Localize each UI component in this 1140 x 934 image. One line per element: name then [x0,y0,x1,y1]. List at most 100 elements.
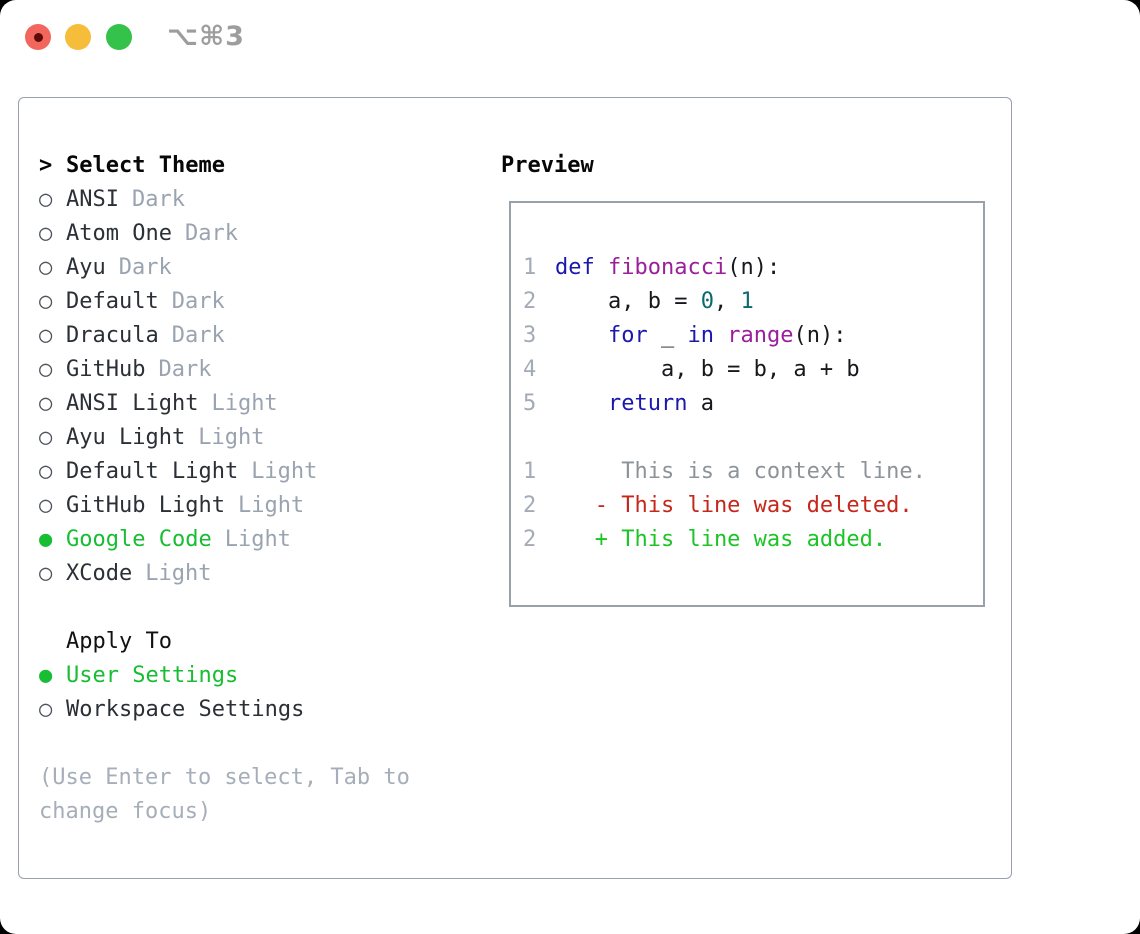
code-text: a, b = b, a + b [555,357,860,382]
theme-option-google-code-light[interactable]: ● Google Code Light [39,523,489,557]
token-kwd: for [607,323,648,348]
selected-radio-icon: ● [39,663,53,688]
radio-icon: ○ [39,187,53,212]
token-pln: a, b = [555,289,701,314]
token-pln: _ [647,323,688,348]
line-number: 2 [523,289,537,314]
radio-icon: ○ [39,255,53,280]
theme-variant: Light [145,561,212,586]
diff-line-add: 2 + This line was added. [523,523,983,557]
select-theme-title: Select Theme [66,153,225,178]
theme-name: ANSI [66,187,119,212]
token-pln [714,323,727,348]
theme-variant: Dark [118,255,172,280]
apply-option-workspace-settings[interactable]: ○ Workspace Settings [39,693,489,727]
apply-option-label: Workspace Settings [66,697,305,722]
theme-name: Default Light [66,459,239,484]
theme-variant: Dark [171,323,225,348]
theme-variant: Dark [131,187,185,212]
radio-icon: ○ [39,323,53,348]
theme-name: Dracula [66,323,159,348]
theme-name: GitHub [66,357,146,382]
token-pln [595,255,608,280]
theme-variant: Dark [158,357,212,382]
apply-to-header: Apply To [66,629,172,654]
list-gap [39,591,489,625]
apply-option-label: User Settings [66,663,239,688]
diff-preview: 1 This is a context line.2 - This line w… [523,455,983,557]
maximize-button[interactable] [106,24,132,50]
token-pln: (n): [727,255,781,280]
theme-name: GitHub Light [66,493,225,518]
theme-name: Ayu Light [66,425,186,450]
token-lit: 1 [740,289,754,314]
keyboard-shortcut-label: ⌥⌘3 [167,21,245,52]
apply-option-user-settings[interactable]: ● User Settings [39,659,489,693]
line-number: 3 [523,323,537,348]
close-dot-icon [33,32,43,42]
code-line: 3 for _ in range(n): [523,319,983,353]
theme-variant: Dark [171,289,225,314]
theme-name: Default [66,289,159,314]
theme-option-ayu-light-light[interactable]: ○ Ayu Light Light [39,421,489,455]
minimize-button[interactable] [65,24,91,50]
theme-variant: Light [211,391,278,416]
preview-header: Preview [501,153,594,178]
code-text: a, b = 0, 1 [555,289,754,314]
theme-name: ANSI Light [66,391,199,416]
theme-variant: Light [198,425,265,450]
code-text: for _ in range(n): [555,323,846,348]
code-line: 4 a, b = b, a + b [523,353,983,387]
theme-option-dracula-dark[interactable]: ○ Dracula Dark [39,319,489,353]
titlebar: ⌥⌘3 [0,0,1140,74]
theme-name: XCode [66,561,133,586]
apply-to-list: ● User Settings ○ Workspace Settings [39,659,489,727]
token-pln: (n): [793,323,847,348]
token-lit: 0 [700,289,714,314]
code-text: def fibonacci(n): [555,255,780,280]
diff-text: - This line was deleted. [555,493,913,518]
radio-icon: ○ [39,561,53,586]
theme-name: Ayu [66,255,106,280]
radio-icon: ○ [39,425,53,450]
token-pln: , [713,289,741,314]
token-kwd: in [687,323,714,348]
theme-option-default-dark[interactable]: ○ Default Dark [39,285,489,319]
focus-caret-icon: > [39,153,53,178]
selected-radio-icon: ● [39,527,53,552]
theme-option-ansi-dark[interactable]: ○ ANSI Dark [39,183,489,217]
theme-option-xcode-light[interactable]: ○ XCode Light [39,557,489,591]
diff-text: This is a context line. [555,459,926,484]
radio-icon: ○ [39,697,53,722]
code-line: 5 return a [523,387,983,421]
theme-option-github-dark[interactable]: ○ GitHub Dark [39,353,489,387]
theme-name: Google Code [66,527,212,552]
theme-variant: Dark [184,221,238,246]
radio-icon: ○ [39,289,53,314]
token-kwd: def [555,255,595,280]
theme-option-atom-one-dark[interactable]: ○ Atom One Dark [39,217,489,251]
code-line: 2 a, b = 0, 1 [523,285,983,319]
line-number: 2 [523,527,537,552]
radio-icon: ○ [39,357,53,382]
token-typ: range [727,323,794,348]
code-text: return a [555,391,714,416]
theme-name: Atom One [66,221,172,246]
line-number: 4 [523,357,537,382]
token-typ: fibonacci [608,255,728,280]
theme-option-ayu-dark[interactable]: ○ Ayu Dark [39,251,489,285]
radio-icon: ○ [39,221,53,246]
token-pln [555,323,608,348]
close-button[interactable] [25,24,51,50]
blank-line [523,421,983,455]
theme-variant: Light [224,527,291,552]
